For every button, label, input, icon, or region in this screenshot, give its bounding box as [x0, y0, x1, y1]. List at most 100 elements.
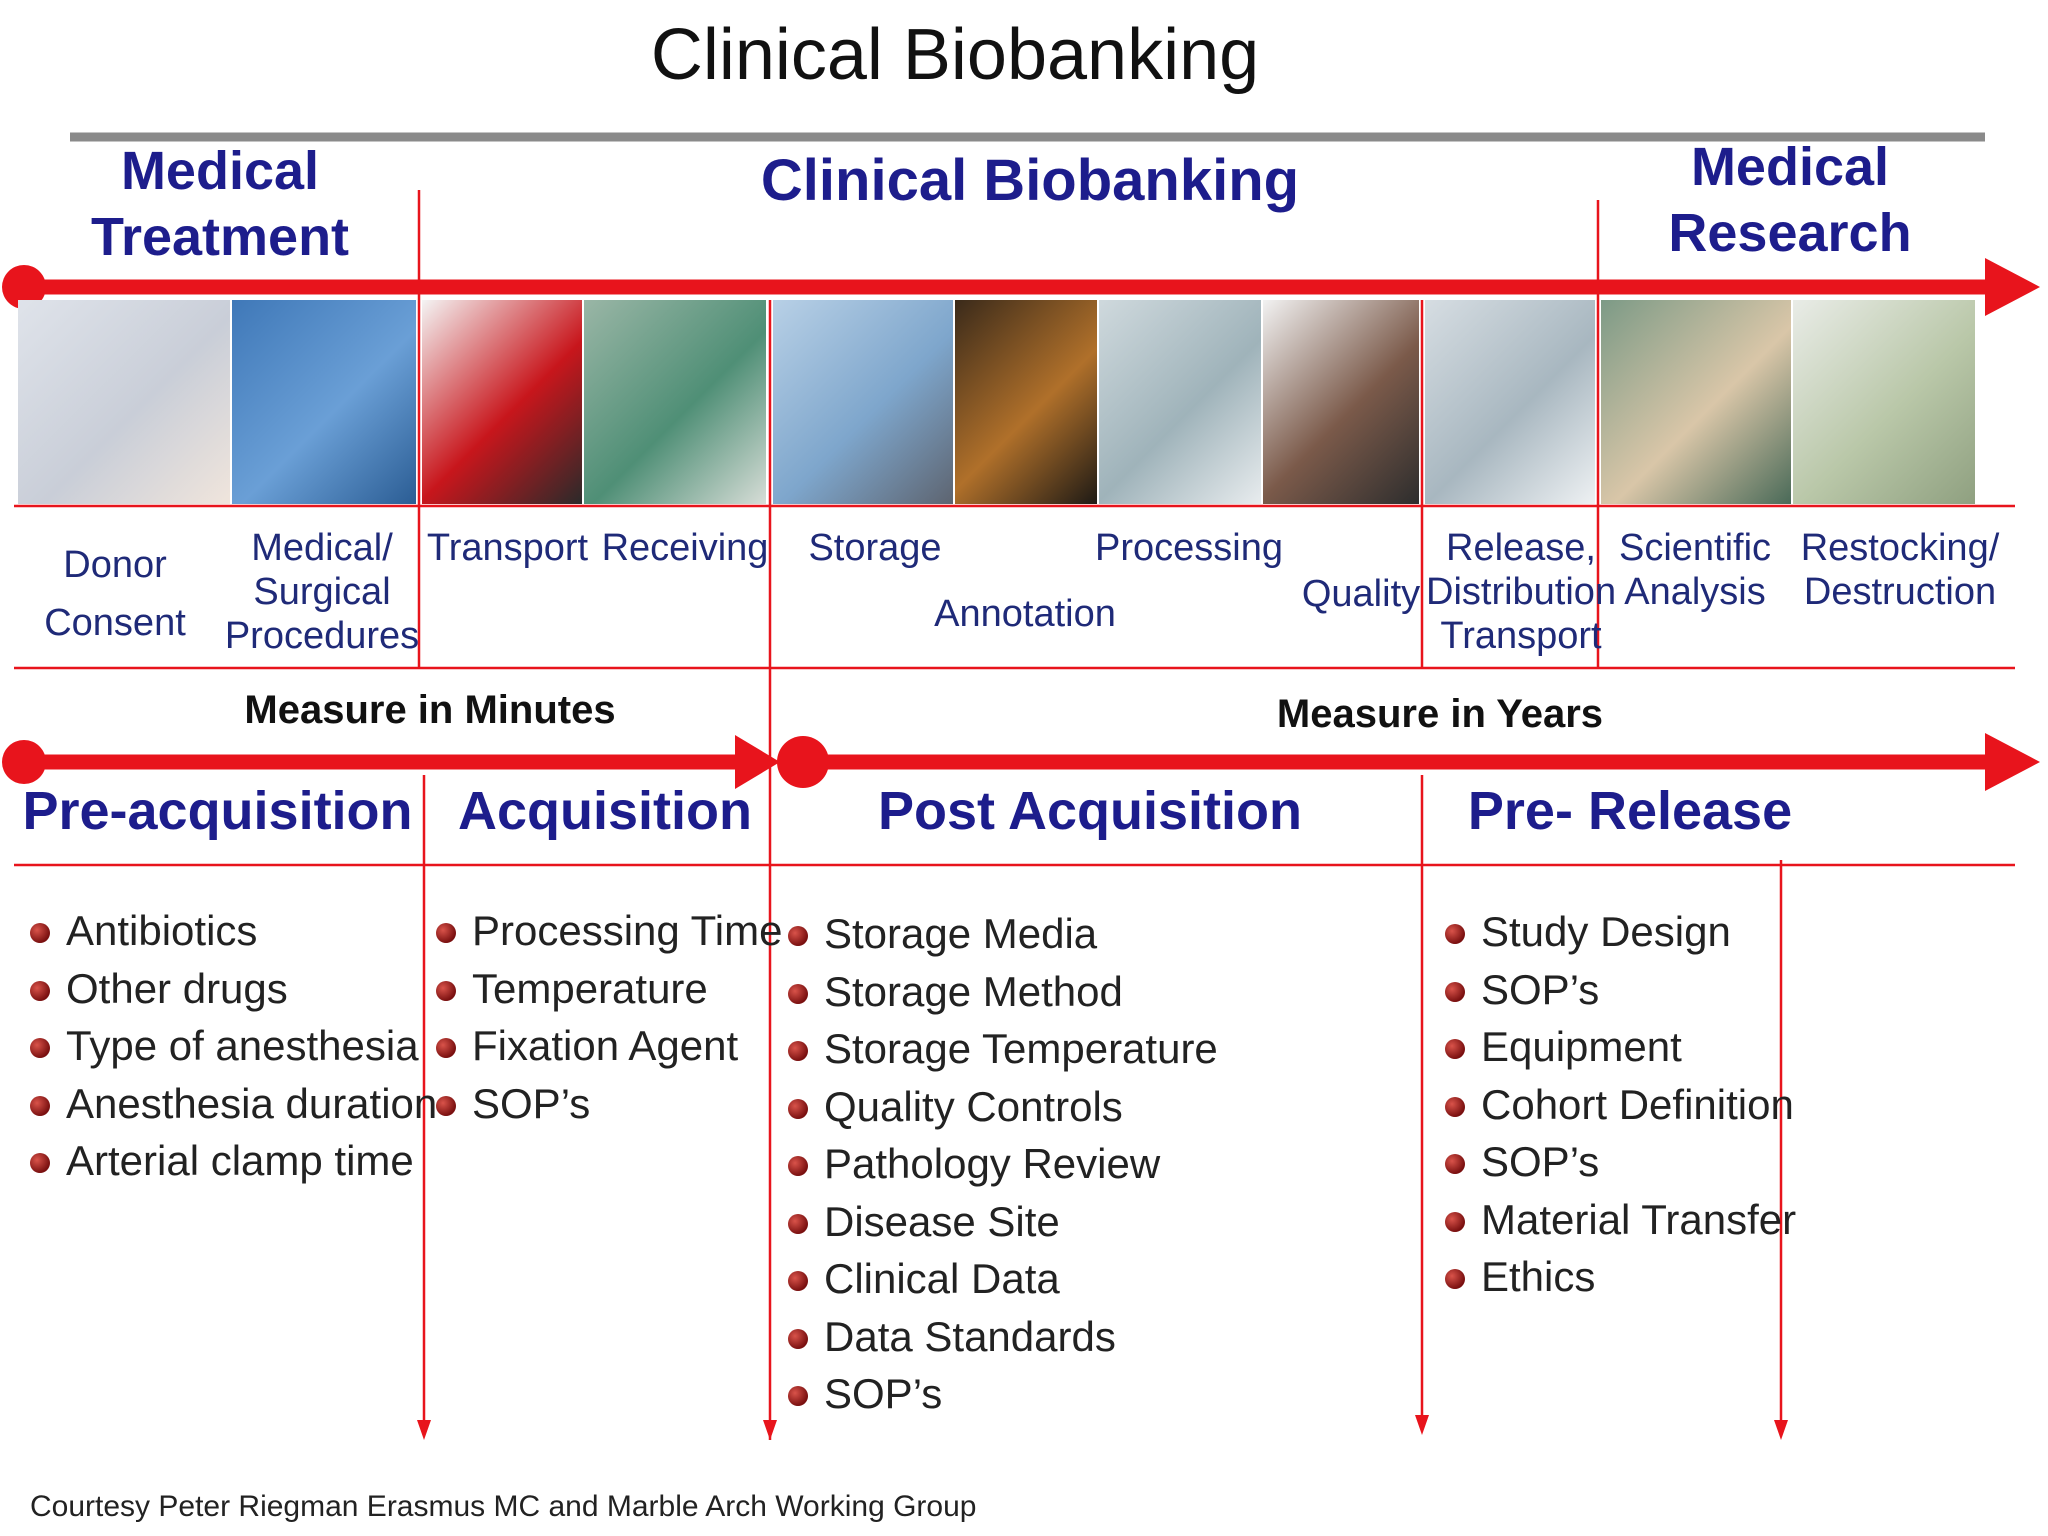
list-item-text: Disease Site	[824, 1197, 1060, 1245]
bullet-icon	[1445, 981, 1465, 1002]
label-transport: Transport	[426, 527, 589, 569]
bullet-icon	[788, 1041, 808, 1061]
list-item-text: SOP’s	[472, 1079, 591, 1127]
list-item: Study Design	[1445, 903, 1796, 961]
distribution-photo	[1425, 300, 1595, 504]
column-arrow-2-head	[763, 1420, 777, 1440]
list-item-text: Arterial clamp time	[66, 1137, 414, 1184]
annotation-desk-photo	[955, 300, 1097, 504]
label-annotation: Annotation	[934, 593, 1116, 635]
label-restocking-destruction: Restocking/ Destruction	[1800, 527, 2000, 613]
list-item-text: Clinical Data	[824, 1255, 1060, 1302]
bullet-icon	[1445, 924, 1465, 944]
list-item-text: Ethics	[1481, 1253, 1596, 1300]
bullet-icon	[1445, 1211, 1465, 1232]
doctor-patient-photo	[18, 300, 230, 504]
bullet-icon	[788, 1386, 808, 1406]
bullet-icon	[788, 1213, 808, 1234]
list-item: Anesthesia duration	[30, 1075, 437, 1133]
bullet-icon	[788, 983, 808, 1004]
bullet-icon	[436, 980, 456, 1001]
list-item: Antibiotics	[30, 902, 437, 960]
label-medical-surgical: Medical/ Surgical Procedures	[224, 527, 420, 657]
bullet-icon	[30, 923, 50, 943]
scientist-photo	[1601, 300, 1791, 504]
processing-lab-photo	[1099, 300, 1261, 504]
list-item-text: Study Design	[1481, 908, 1731, 955]
list-item-text: Quality Controls	[824, 1082, 1123, 1130]
bullet-icon	[1445, 1039, 1465, 1059]
column-arrow-3-head	[1415, 1415, 1429, 1435]
label-receiving: Receiving	[601, 527, 769, 569]
list-item: SOP’s	[1445, 1133, 1796, 1191]
main-timeline-start-dot	[2, 265, 46, 309]
list-item: Quality Controls	[788, 1078, 1218, 1136]
list-item-text: Cohort Definition	[1481, 1080, 1794, 1128]
bullet-icon	[30, 1038, 50, 1058]
list-item-text: Equipment	[1481, 1023, 1682, 1070]
list-item-text: Antibiotics	[66, 907, 258, 954]
bullet-icon	[30, 1153, 50, 1173]
bullet-icon	[788, 926, 808, 946]
list-item: Processing Time	[436, 902, 782, 960]
list-item: Fixation Agent	[436, 1017, 782, 1075]
bullet-icon	[436, 1095, 456, 1116]
list-item: SOP’s	[788, 1365, 1218, 1423]
list-item-text: Fixation Agent	[472, 1022, 739, 1069]
list-item: Other drugs	[30, 960, 437, 1018]
section-medical-treatment: Medical Treatment	[90, 141, 350, 267]
list-item-text: Storage Method	[824, 967, 1123, 1015]
phase-post-acquisition-title: Post Acquisition	[877, 781, 1302, 841]
list-item-text: Data Standards	[824, 1312, 1116, 1360]
label-processing: Processing	[1095, 527, 1283, 569]
list-item: SOP’s	[436, 1075, 782, 1133]
list-item-text: Other drugs	[66, 964, 288, 1012]
bullet-icon	[436, 923, 456, 943]
page-title: Clinical Biobanking	[650, 15, 1260, 95]
list-item: Disease Site	[788, 1193, 1218, 1251]
bullet-icon	[436, 1038, 456, 1058]
phase-acquisition-title: Acquisition	[458, 781, 752, 841]
bullet-icon	[788, 1328, 808, 1349]
bullet-icon	[1445, 1096, 1465, 1117]
list-item: Ethics	[1445, 1248, 1796, 1306]
list-item-text: Material Transfer	[1481, 1195, 1797, 1243]
label-storage: Storage	[808, 527, 942, 569]
measure-years: Measure in Years	[1276, 692, 1604, 736]
bullet-icon	[1445, 1269, 1465, 1289]
label-release-distribution-transport: Release, Distribution Transport	[1426, 527, 1617, 657]
bullet-icon	[30, 980, 50, 1001]
list-item: Clinical Data	[788, 1250, 1218, 1308]
measure-minutes: Measure in Minutes	[244, 688, 616, 732]
phase-pre-acquisition-title: Pre-acquisition	[22, 781, 413, 841]
list-item: Cohort Definition	[1445, 1076, 1796, 1134]
list-item-text: Temperature	[472, 964, 708, 1012]
bullet-icon	[788, 1098, 808, 1119]
transport-device-photo	[422, 300, 582, 504]
bullet-icon	[788, 1271, 808, 1291]
list-item-text: Storage Temperature	[824, 1025, 1218, 1072]
list-item-text: SOP’s	[1481, 1138, 1600, 1185]
column-arrow-4-head	[1774, 1420, 1788, 1440]
list-item: Storage Method	[788, 963, 1218, 1021]
years-arrowhead	[1985, 733, 2040, 791]
list-item-text: Processing Time	[472, 907, 783, 954]
label-quality: Quality	[1301, 573, 1421, 615]
list-item: Type of anesthesia	[30, 1017, 437, 1075]
bullet-icon	[788, 1156, 808, 1176]
list-item: Storage Media	[788, 905, 1218, 963]
list-item: Temperature	[436, 960, 782, 1018]
list-item: Equipment	[1445, 1018, 1796, 1076]
list-item: Data Standards	[788, 1308, 1218, 1366]
list-item-text: Pathology Review	[824, 1140, 1161, 1187]
list-item: Storage Temperature	[788, 1020, 1218, 1078]
restocking-shelves-photo	[1793, 300, 1975, 504]
list-item-text: Storage Media	[824, 910, 1098, 957]
main-timeline-arrowhead	[1985, 258, 2040, 316]
list-item: SOP’s	[1445, 961, 1796, 1019]
